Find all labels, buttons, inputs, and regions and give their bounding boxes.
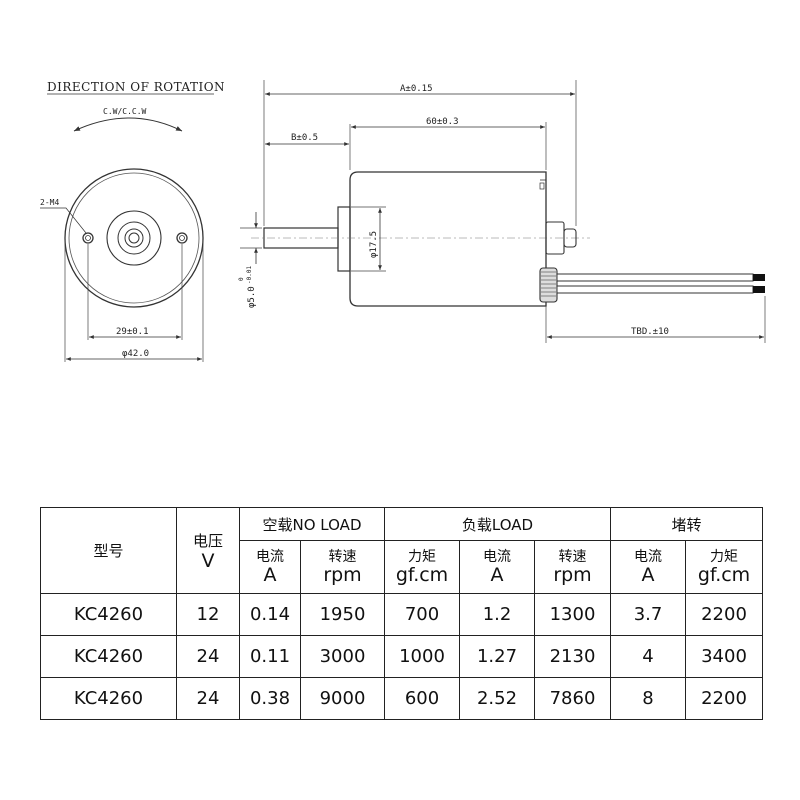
no-load-speed-cell: 9000 [299, 677, 386, 720]
mounting-hole-right [176, 232, 188, 244]
stall-current-cell: 3.7 [610, 593, 687, 636]
load-current-cell: 1.2 [459, 593, 536, 636]
load-torque-cell: 700 [384, 593, 461, 636]
mounting-hole-left [82, 232, 94, 244]
boss-diameter-dim: φ17.5 [369, 231, 379, 258]
shaft-tolerance-lower: -0.01 [246, 266, 253, 284]
load-speed-cell: 7860 [534, 677, 612, 720]
model-cell: KC4260 [40, 593, 177, 636]
lead-wire-bottom [556, 285, 754, 294]
stall-torque-cell: 2200 [685, 677, 764, 720]
front-outer-circle [64, 168, 204, 308]
shaft-diameter-dim: φ5.0 [247, 286, 257, 308]
model-header: 型号 [40, 507, 177, 594]
rotation-label: C.W/C.C.W [103, 107, 147, 116]
stall-torque-cell: 2200 [685, 593, 764, 636]
shaft-tolerance-upper: 0 [238, 277, 245, 281]
boss-circle [106, 210, 162, 266]
load-speed-cell: 1300 [534, 593, 612, 636]
voltage-unit: V [201, 550, 215, 572]
overall-length-dim: A±0.15 [400, 84, 433, 94]
no-load-current-cell: 0.38 [239, 677, 301, 720]
lead-grommet [539, 267, 558, 303]
shaft-extension-dim: B±0.5 [291, 133, 318, 143]
shaft-circle [124, 228, 144, 248]
load-header: 负载LOAD [384, 507, 612, 541]
body-length-dim: 60±0.3 [426, 117, 459, 127]
side-view: A±0.15 B±0.5 60±0.3 φ17.5 φ5.0 0 -0.01 T… [238, 80, 766, 343]
voltage-cell: 12 [176, 593, 240, 636]
hole-spacing-dim: 29±0.1 [116, 327, 149, 337]
stall-torque-cell: 3400 [685, 635, 764, 678]
rotation-arrow [73, 117, 183, 132]
motor-drawing: DIRECTION OF ROTATION C.W/C.C.W 2-M4 29±… [40, 80, 766, 362]
no-load-current-cell: 0.11 [239, 635, 301, 678]
voltage-cell: 24 [176, 677, 240, 720]
rotation-title: DIRECTION OF ROTATION [47, 80, 225, 94]
stall-header: 堵转 [610, 507, 764, 541]
stall-current-cell: 8 [610, 677, 687, 720]
no-load-header: 空载NO LOAD [238, 507, 386, 541]
load-speed-cell: 2130 [534, 635, 612, 678]
no-load-speed-cell: 3000 [299, 635, 386, 678]
stall-current-cell: 4 [610, 635, 687, 678]
table-row: KC4260 24 0.38 9000 600 2.52 7860 8 2200 [40, 677, 764, 720]
load-torque-cell: 1000 [384, 635, 461, 678]
table-row: KC4260 12 0.14 1950 700 1.2 1300 3.7 220… [40, 593, 764, 636]
table-row: KC4260 24 0.11 3000 1000 1.27 2130 4 340… [40, 635, 764, 678]
voltage-label: 电压 [192, 532, 223, 550]
model-cell: KC4260 [40, 635, 177, 678]
model-cell: KC4260 [40, 677, 177, 720]
lead-wire-top [556, 273, 754, 282]
motor-body [349, 171, 547, 307]
voltage-header: 电压 V [176, 507, 240, 594]
load-current-cell: 2.52 [459, 677, 536, 720]
no-load-current-cell: 0.14 [239, 593, 301, 636]
load-current-cell: 1.27 [459, 635, 536, 678]
lead-length-dim: TBD.±10 [631, 327, 669, 337]
front-diameter-dim: φ42.0 [122, 349, 149, 359]
load-torque-cell: 600 [384, 677, 461, 720]
voltage-cell: 24 [176, 635, 240, 678]
front-view: DIRECTION OF ROTATION C.W/C.C.W 2-M4 29±… [40, 80, 225, 362]
front-boss [337, 206, 351, 272]
screw-label: 2-M4 [40, 198, 59, 207]
no-load-speed-cell: 1950 [299, 593, 386, 636]
